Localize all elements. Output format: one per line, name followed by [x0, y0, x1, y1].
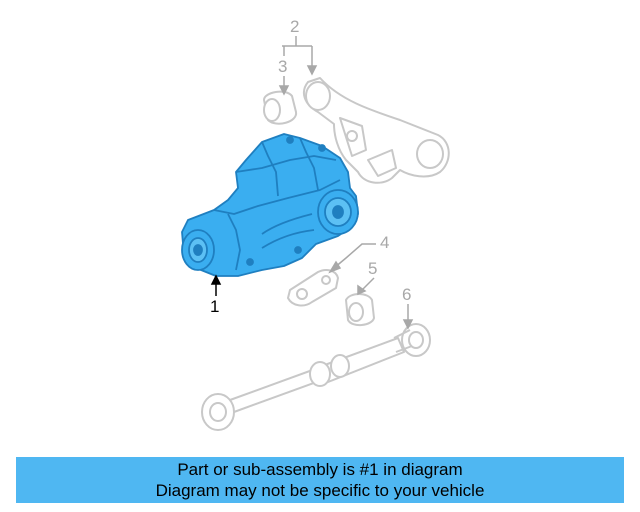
differential-housing [181, 133, 359, 277]
drive-shaft [201, 323, 431, 431]
callout-5: 5 [368, 259, 378, 278]
rear-mount-bracket [302, 77, 450, 184]
banner-line-1: Part or sub-assembly is #1 in diagram [177, 460, 463, 479]
leader-lines [210, 36, 414, 330]
callout-4: 4 [380, 233, 390, 252]
info-banner: Part or sub-assembly is #1 in diagram Di… [16, 457, 624, 503]
parts-diagram [181, 36, 450, 431]
bushing-3 [262, 90, 298, 125]
bushing-5 [344, 293, 376, 326]
callout-3: 3 [278, 57, 288, 76]
callout-1: 1 [210, 297, 220, 316]
mount-arm-4 [287, 269, 339, 307]
callout-2: 2 [290, 17, 300, 36]
banner-line-2: Diagram may not be specific to your vehi… [155, 481, 485, 500]
callout-6: 6 [402, 285, 412, 304]
